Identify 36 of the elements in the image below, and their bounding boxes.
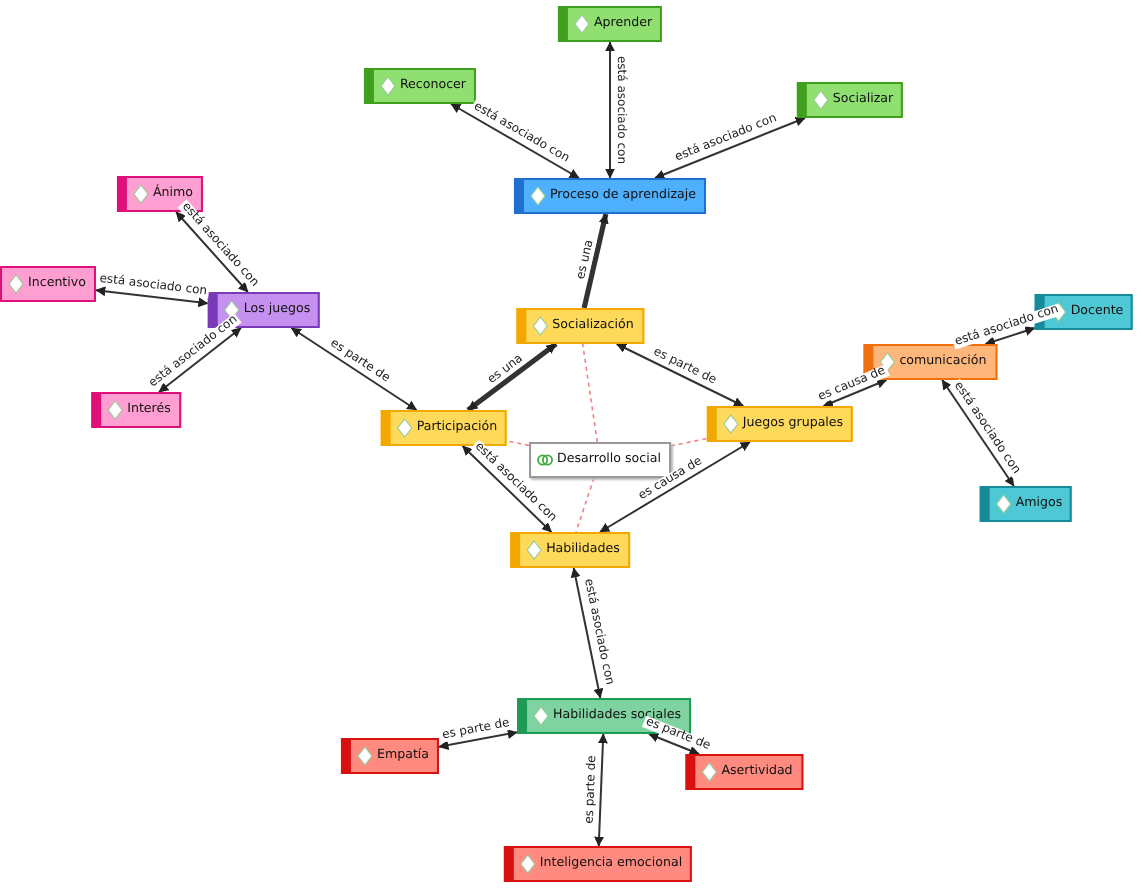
concept-box: [340, 738, 440, 774]
concept-box: [0, 266, 96, 302]
concept-box: [91, 392, 181, 428]
dashed-connector: [670, 437, 708, 447]
arrow: [450, 103, 580, 179]
arrow: [984, 326, 1036, 346]
concept-box: [380, 410, 508, 446]
arrow: [466, 341, 558, 413]
arrow: [290, 327, 418, 411]
arrow: [158, 327, 242, 393]
arrow: [175, 211, 249, 293]
concept-box: [685, 754, 803, 790]
concept-box: [1034, 294, 1134, 330]
arrow: [615, 343, 745, 407]
arrow: [438, 729, 519, 750]
concept-box: [510, 532, 630, 568]
dashed-connector: [581, 343, 599, 443]
concept-box: [706, 406, 854, 442]
arrow: [581, 213, 609, 309]
arrow: [822, 378, 888, 408]
concept-box: [557, 6, 663, 42]
concept-box: [363, 68, 477, 104]
arrow: [570, 567, 604, 699]
arrow: [648, 732, 700, 756]
concept-box: [513, 178, 707, 214]
arrow: [95, 286, 209, 308]
arrow: [605, 41, 615, 179]
dashed-connector: [575, 477, 595, 533]
arrow: [599, 441, 751, 533]
concept-box: [979, 486, 1073, 522]
dashed-connector: [506, 440, 530, 447]
arrow: [594, 733, 608, 847]
concept-box: [503, 846, 693, 882]
concept-box: [516, 308, 644, 344]
concept-box: [796, 82, 904, 118]
arrow: [654, 116, 806, 180]
